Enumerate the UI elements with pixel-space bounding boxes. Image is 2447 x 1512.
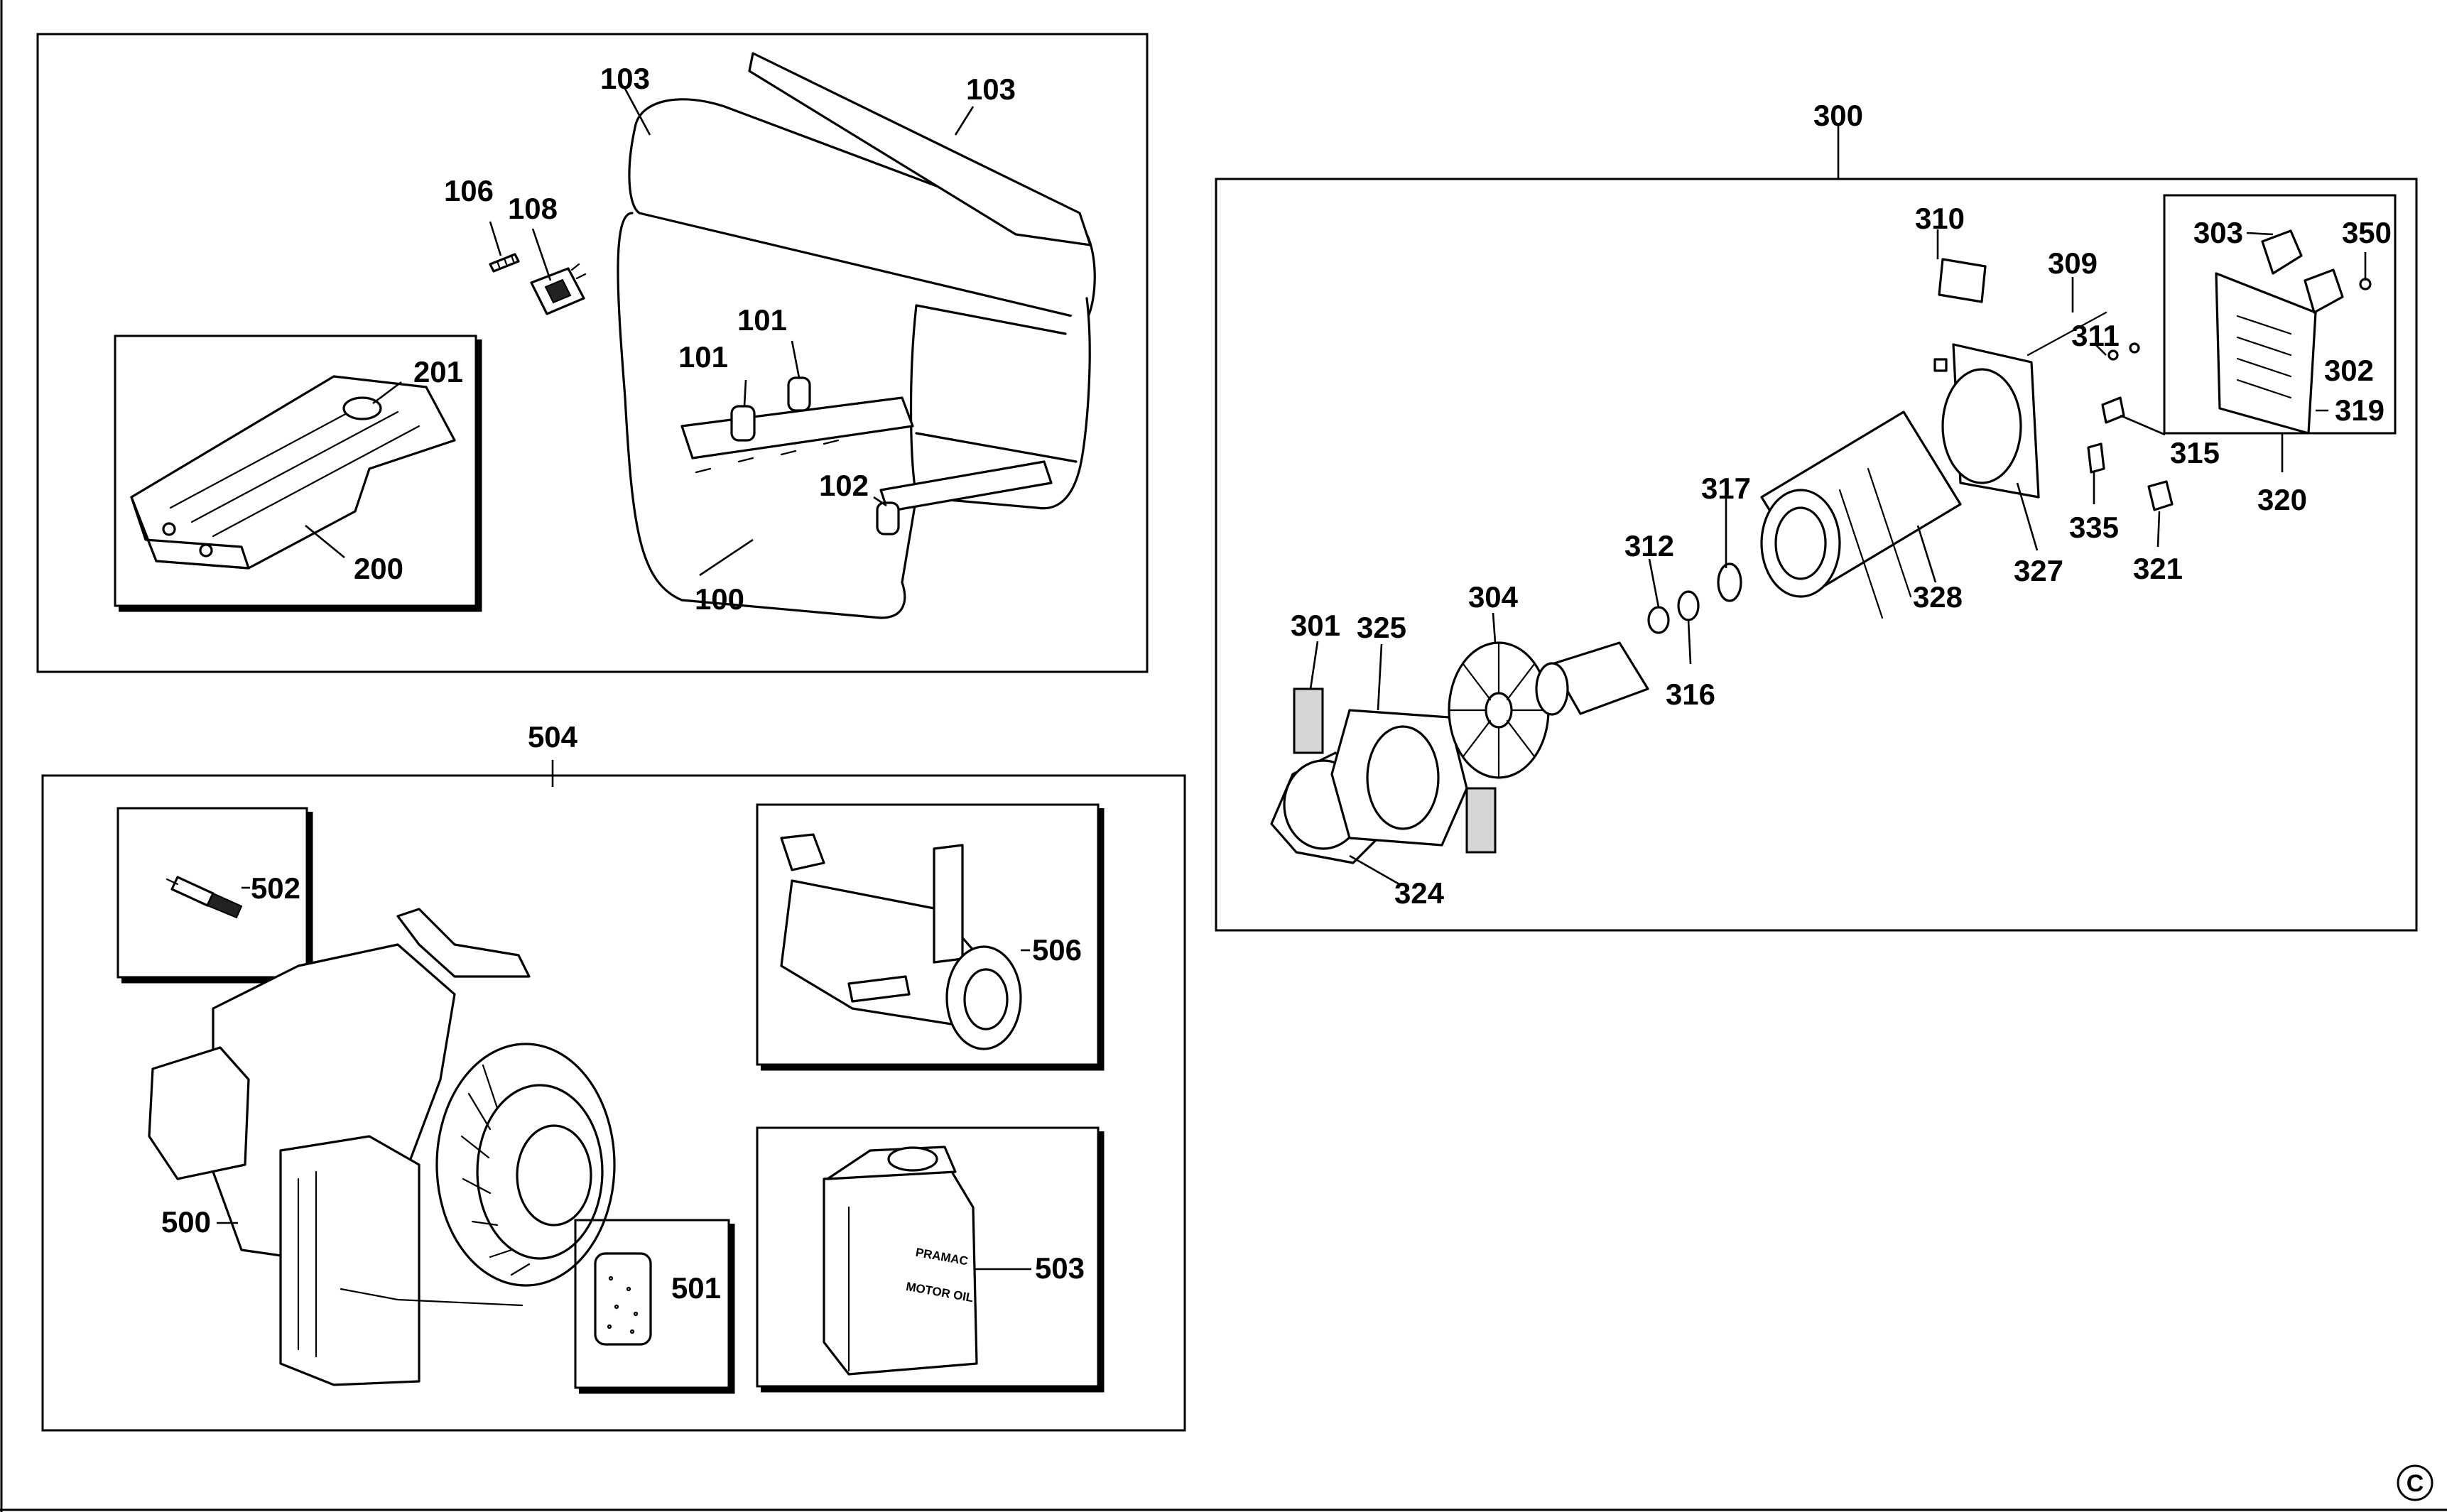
fuel-tank-inset-shadow: [119, 339, 482, 612]
callout-108: 108: [508, 192, 558, 225]
alternator-leader-lines: [1309, 229, 2166, 886]
alternator-panel-border: [1215, 178, 2418, 932]
callout-200: 200: [354, 552, 403, 585]
callout-102: 102: [819, 469, 869, 502]
frame-panel-border: [36, 33, 1149, 673]
callout-324: 324: [1394, 876, 1445, 910]
callout-335: 335: [2069, 511, 2119, 544]
control-panel-plate: [2215, 272, 2317, 435]
callout-311: 311: [2071, 319, 2120, 352]
callout-327: 327: [2014, 554, 2063, 587]
callout-328: 328: [1913, 580, 1963, 614]
callout-201: 201: [413, 355, 463, 388]
filter-sponge: [594, 1252, 652, 1346]
callout-500: 500: [161, 1205, 211, 1239]
callout-316: 316: [1666, 678, 1715, 711]
bearing-312: [1647, 606, 1670, 634]
callout-320: 320: [2257, 483, 2307, 516]
callout-502: 502: [251, 871, 300, 905]
connector-315: [2101, 396, 2125, 424]
bearing-316: [1677, 590, 1700, 621]
air-filter-element-inset: 501: [574, 1219, 735, 1394]
engine-panel: 504 502: [41, 720, 1186, 1432]
mount-101-b: [787, 376, 811, 412]
callout-350: 350: [2342, 216, 2392, 249]
engine-panel-border: [41, 774, 1186, 1432]
callout-503: 503: [1035, 1251, 1085, 1285]
callout-103-right: 103: [966, 72, 1016, 106]
control-panel-inset: [2163, 194, 2397, 435]
callout-501: 501: [671, 1271, 721, 1305]
oil-can-inset: PRAMAC MOTOR OIL 503: [756, 1126, 1105, 1393]
callout-101-right: 101: [737, 303, 787, 337]
fuel-tank-inset: [114, 335, 482, 612]
callout-302: 302: [2324, 354, 2374, 387]
callout-100: 100: [695, 582, 744, 616]
callout-303: 303: [2193, 216, 2243, 249]
clip-317: [1717, 562, 1742, 602]
callout-300: 300: [1813, 99, 1863, 132]
callout-504: 504: [528, 720, 578, 754]
generator-frame-drawing: [617, 52, 1096, 619]
callout-315: 315: [2170, 436, 2220, 469]
callout-310: 310: [1915, 202, 1965, 235]
spark-plug-drawing: [166, 876, 243, 919]
callout-103-left: 103: [600, 62, 650, 95]
fuel-tank-inset-border: [114, 335, 477, 607]
callout-312: 312: [1624, 529, 1674, 562]
callout-304: 304: [1468, 580, 1519, 614]
copyright-mark: C: [2397, 1464, 2434, 1501]
callout-106: 106: [444, 174, 494, 207]
callout-321: 321: [2133, 552, 2183, 585]
callout-309: 309: [2048, 246, 2098, 280]
part-106-screw: [489, 253, 520, 273]
callout-317: 317: [1701, 472, 1751, 505]
callout-301: 301: [1291, 609, 1340, 642]
callout-101-left: 101: [678, 340, 728, 374]
callout-506: 506: [1032, 933, 1082, 967]
fuel-tank-drawing: [130, 375, 456, 570]
nut: [1933, 358, 1948, 372]
mount-101-a: [730, 405, 756, 442]
muffler-drawing: [780, 833, 1022, 1050]
callout-325: 325: [1357, 611, 1406, 644]
mount-102: [876, 501, 900, 535]
fan-304: [1448, 641, 1550, 779]
spark-plug-inset: 502: [116, 807, 313, 984]
switch-335: [2087, 442, 2105, 474]
callout-319: 319: [2335, 393, 2384, 427]
alternator-panel: 300 303 350 302 319 320: [1215, 99, 2418, 932]
part-108-outlet: [530, 263, 587, 315]
copyright-letter: C: [2407, 1470, 2424, 1497]
avr-310: [1938, 258, 1987, 303]
rod-309: [2026, 311, 2107, 357]
oil-can-drawing: PRAMAC MOTOR OIL: [823, 1146, 978, 1376]
muffler-inset: 506: [756, 803, 1105, 1071]
air-filter-housing: [279, 1135, 421, 1386]
alternator-drawing: [1270, 258, 2174, 864]
breaker-321: [2147, 480, 2174, 511]
rotor: [1551, 641, 1649, 715]
grille-301b: [1465, 787, 1497, 854]
grille-301: [1293, 687, 1324, 754]
frame-leader-lines: [305, 88, 975, 577]
engine-drawing: [148, 908, 616, 1386]
frame-panel: 103 103 106 108 101 101 102 100 201 200: [36, 33, 1149, 673]
